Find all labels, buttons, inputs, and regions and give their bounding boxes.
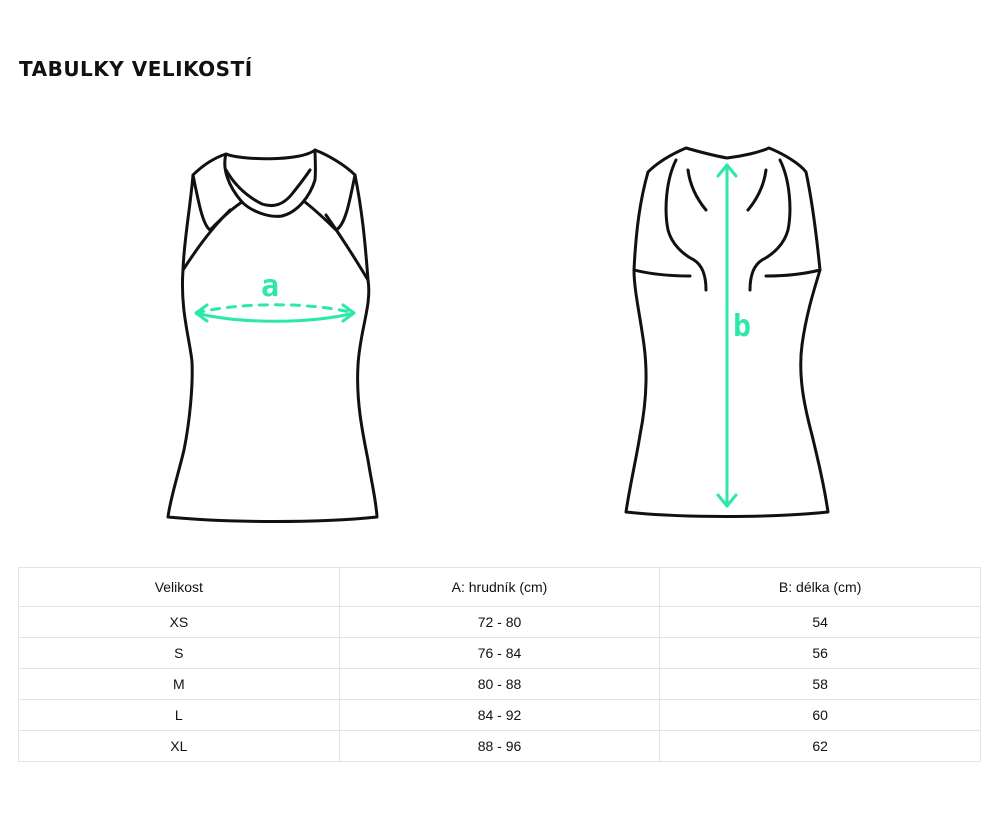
length-cell: 56 (659, 637, 981, 669)
chest-cell: 72 - 80 (338, 606, 661, 638)
length-cell: 60 (659, 699, 981, 731)
column-header-length: B: délka (cm) (659, 567, 981, 607)
table-row: M 80 - 88 58 (18, 668, 981, 700)
size-cell: XL (18, 730, 340, 762)
column-header-size: Velikost (18, 567, 340, 607)
length-cell: 54 (659, 606, 981, 638)
chest-cell: 80 - 88 (338, 668, 661, 700)
table-row: L 84 - 92 60 (18, 699, 981, 731)
size-cell: XS (18, 606, 340, 638)
table-header-row: Velikost A: hrudník (cm) B: délka (cm) (18, 567, 981, 607)
chest-label: a (261, 269, 279, 304)
chest-measurement-marker: a (194, 269, 356, 323)
size-cell: S (18, 637, 340, 669)
size-table: Velikost A: hrudník (cm) B: délka (cm) X… (18, 567, 981, 762)
chest-cell: 84 - 92 (338, 699, 661, 731)
table-row: XS 72 - 80 54 (18, 606, 981, 638)
size-illustration: a b (0, 130, 1000, 530)
column-header-chest: A: hrudník (cm) (338, 567, 661, 607)
garment-diagram: a b (166, 146, 830, 523)
length-cell: 58 (659, 668, 981, 700)
length-cell: 62 (659, 730, 981, 762)
size-cell: L (18, 699, 340, 731)
chest-cell: 88 - 96 (338, 730, 661, 762)
length-measurement-marker: b (716, 163, 751, 508)
size-cell: M (18, 668, 340, 700)
front-garment-outline (166, 148, 379, 523)
length-label: b (733, 309, 751, 344)
table-row: S 76 - 84 56 (18, 637, 981, 669)
table-row: XL 88 - 96 62 (18, 730, 981, 762)
page-title: TABULKY VELIKOSTÍ (19, 57, 253, 81)
back-garment-outline (624, 146, 830, 518)
chest-cell: 76 - 84 (338, 637, 661, 669)
